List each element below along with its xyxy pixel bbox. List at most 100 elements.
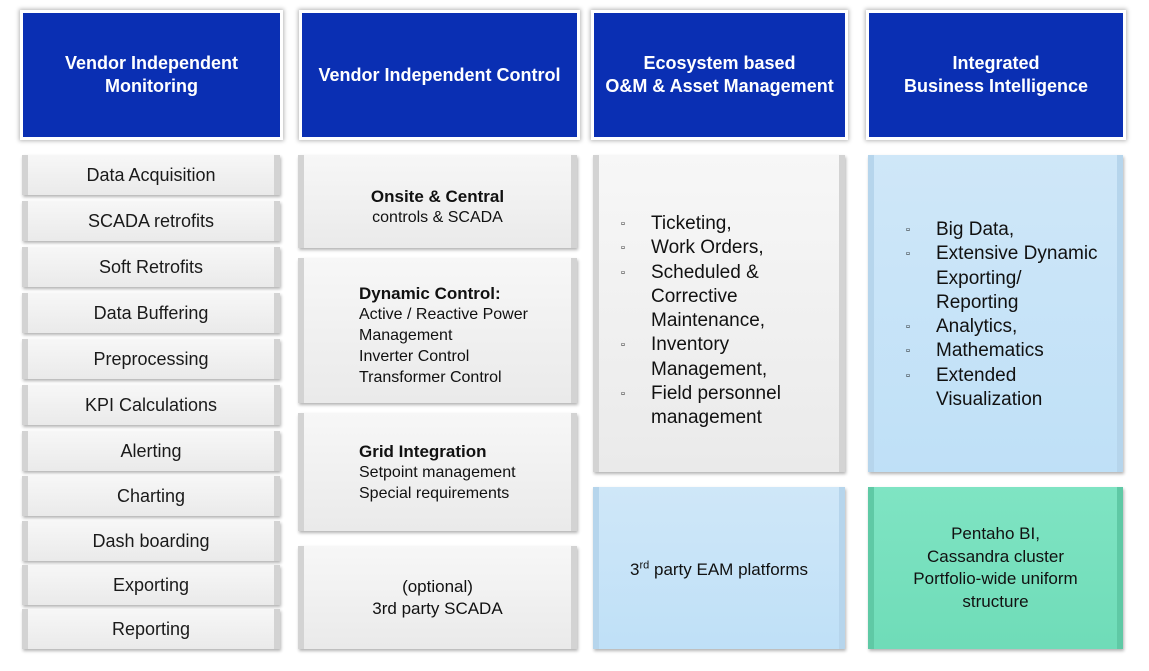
bi-bullet-item: ▫ Big Data, xyxy=(906,218,1098,242)
om-bullet-text: management xyxy=(651,407,762,429)
header-line: Integrated xyxy=(952,53,1040,73)
monitoring-item: Exporting xyxy=(22,565,280,605)
control-scada-line: 3rd party SCADA xyxy=(372,599,503,618)
om-bullet-text: Work Orders, xyxy=(651,237,764,259)
control-onsite-box: Onsite & Central controls & SCADA xyxy=(298,155,577,248)
control-dynamic-line: Management xyxy=(359,327,453,344)
bi-bullet-text: Extended xyxy=(936,364,1017,386)
control-onsite-title: Onsite & Central xyxy=(370,187,505,206)
om-bullet-text: Scheduled & xyxy=(651,261,759,283)
header-line: Vendor Independent xyxy=(64,53,238,73)
monitoring-item: Alerting xyxy=(22,431,280,471)
control-dynamic-line: Active / Reactive Power xyxy=(359,306,528,323)
monitoring-item-label: Preprocessing xyxy=(93,348,209,369)
control-grid-box: Grid Integration Setpoint management Spe… xyxy=(298,413,577,531)
monitoring-item: Charting xyxy=(22,476,280,516)
om-bullet-text: Maintenance, xyxy=(651,310,766,332)
bullet-icon: ▫ xyxy=(621,242,625,255)
bullet-icon: ▫ xyxy=(906,369,910,382)
bullet-icon: ▫ xyxy=(906,224,910,236)
control-dynamic-title: Dynamic Control: xyxy=(359,284,501,303)
control-dynamic-line: Inverter Control xyxy=(359,348,470,365)
bullet-icon: ▫ xyxy=(621,388,625,401)
bi-platform-line: Portfolio-wide uniform xyxy=(913,569,1078,588)
bi-bullet-text: Exporting/ xyxy=(936,267,1022,289)
monitoring-item: SCADA retrofits xyxy=(22,201,280,241)
bi-bullet-text: Mathematics xyxy=(936,340,1044,362)
monitoring-item-label: Charting xyxy=(116,485,186,506)
monitoring-item: Dash boarding xyxy=(22,521,280,561)
control-scada-line: (optional) xyxy=(402,577,473,596)
bullet-icon: ▫ xyxy=(621,266,625,279)
om-bullet-text: Inventory xyxy=(651,334,730,356)
monitoring-item-label: Alerting xyxy=(120,440,182,461)
bullet-icon: ▫ xyxy=(621,339,625,352)
om-bullet-item: ▫ Work Orders, xyxy=(621,236,781,260)
bullet-icon: ▫ xyxy=(906,248,910,261)
monitoring-item-label: Data Buffering xyxy=(93,302,209,323)
om-bullet-item: ▫ Ticketing, xyxy=(621,212,781,236)
bi-bullet-text: Analytics, xyxy=(936,316,1018,338)
bi-platform-line: structure xyxy=(962,591,1029,611)
bullet-icon: ▫ xyxy=(906,321,910,334)
monitoring-item: KPI Calculations xyxy=(22,385,280,425)
bi-bullet-item: ▫ Mathematics xyxy=(906,339,1098,363)
monitoring-item: Soft Retrofits xyxy=(22,247,280,287)
om-bullet-text: Ticketing, xyxy=(651,213,732,234)
control-grid-line: Setpoint management xyxy=(359,464,516,481)
header-line: Monitoring xyxy=(105,76,198,96)
om-bullet-text: Management, xyxy=(651,358,768,380)
control-scada-box: (optional) 3rd party SCADA xyxy=(298,546,577,649)
eam-sup: rd xyxy=(639,559,650,572)
bi-platform-box: Pentaho BI, Cassandra cluster Portfolio-… xyxy=(868,487,1123,649)
monitoring-item-label: KPI Calculations xyxy=(84,394,218,415)
bullet-icon: ▫ xyxy=(906,345,910,358)
bi-bullet-text: Extensive Dynamic xyxy=(936,243,1098,265)
header-line: Ecosystem based xyxy=(643,53,796,73)
header-line: O&M & Asset Management xyxy=(605,76,834,96)
monitoring-item-label: SCADA retrofits xyxy=(87,210,215,231)
control-grid-line: Special requirements xyxy=(359,485,510,502)
eam-prefix: 3 xyxy=(630,560,640,580)
bullet-icon: ▫ xyxy=(621,218,625,230)
om-bullet-text: Field personnel xyxy=(651,383,781,405)
om-bullet-list: ▫ Ticketing, ▫ Work Orders, ▫ Scheduled &Co… xyxy=(621,212,781,431)
bi-bullet-text: Visualization xyxy=(936,389,1043,411)
eam-text: party EAM platforms xyxy=(649,560,808,580)
bi-bullet-text: Big Data, xyxy=(936,219,1015,240)
monitoring-item: Reporting xyxy=(22,609,280,649)
om-box: ▫ Ticketing, ▫ Work Orders, ▫ Scheduled &Co… xyxy=(593,155,845,472)
monitoring-item: Data Buffering xyxy=(22,293,280,333)
eam-label: 3rd party EAM platforms xyxy=(599,554,839,581)
bi-platform-text: Pentaho BI, Cassandra cluster Portfolio-… xyxy=(874,523,1117,613)
header-control: Vendor Independent Control xyxy=(302,13,577,137)
bi-bullet-item: ▫ Analytics, xyxy=(906,315,1098,339)
control-dynamic-box: Dynamic Control: Active / Reactive Power… xyxy=(298,258,577,403)
bi-platform-line: Pentaho BI, xyxy=(951,524,1040,543)
control-grid-title: Grid Integration xyxy=(359,442,487,461)
bi-platform-line: Cassandra cluster xyxy=(926,546,1064,566)
bi-bullet-text: Reporting xyxy=(936,291,1019,313)
monitoring-item-label: Reporting xyxy=(111,618,191,639)
monitoring-item: Preprocessing xyxy=(22,339,280,379)
monitoring-item-label: Exporting xyxy=(112,574,190,595)
monitoring-item-label: Dash boarding xyxy=(92,530,210,551)
header-line: Business Intelligence xyxy=(903,76,1089,96)
om-bullet-text: Corrective xyxy=(651,285,738,307)
header-line: Vendor Independent Control xyxy=(318,64,561,85)
control-dynamic-line: Transformer Control xyxy=(359,369,502,386)
monitoring-item-label: Data Acquisition xyxy=(86,164,216,185)
control-onsite-text: controls & SCADA xyxy=(372,209,503,226)
monitoring-item: Data Acquisition xyxy=(22,155,280,195)
eam-box: 3rd party EAM platforms xyxy=(593,487,845,649)
